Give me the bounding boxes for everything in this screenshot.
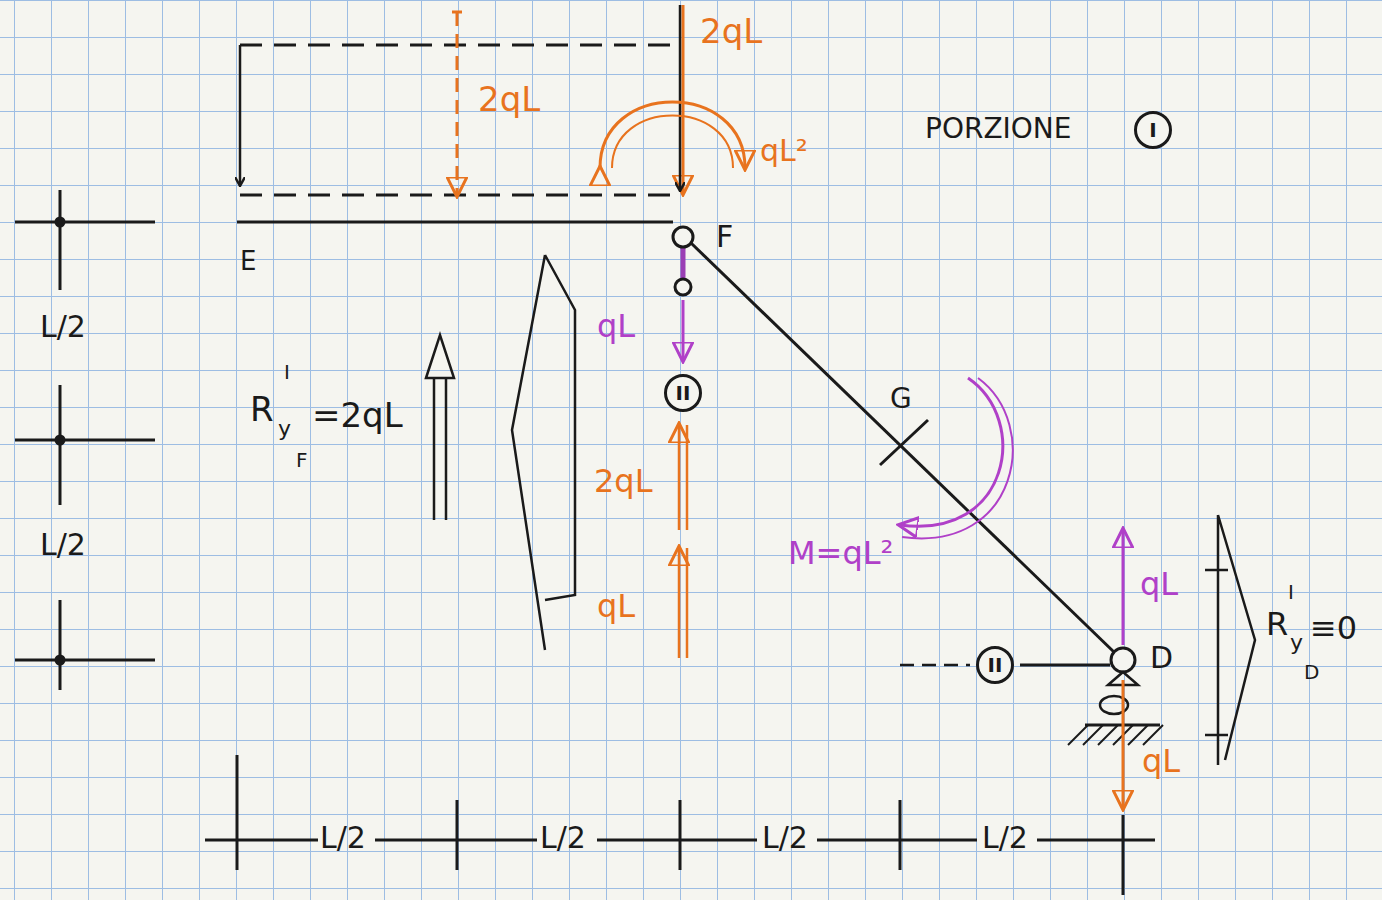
point-name: D [1150,643,1173,673]
force-label: qL [597,590,635,622]
load-label: 2qL [700,14,762,48]
load-label: 2qL [478,82,540,116]
dimension-label: L/2 [762,823,808,853]
force-label: 2qL [594,465,653,497]
reaction-value: =2qL [312,398,403,432]
subscript: F [296,450,308,470]
portion-circle: II [976,646,1014,684]
subscript: y [1290,632,1303,654]
moment-label: qL² [760,136,808,166]
portion-circle: II [664,374,702,412]
reaction-value: ≡0 [1310,612,1357,644]
portion-number: II [988,655,1003,675]
portion-title: PORZIONE [925,115,1072,143]
dimension-label: L/2 [320,823,366,853]
force-label: qL [1140,568,1178,600]
superscript: I [284,362,290,382]
dimension-label: L/2 [40,530,86,560]
superscript: I [1288,582,1294,602]
dimension-label: L/2 [40,312,86,342]
force-label: qL [597,310,635,342]
reaction-symbol: R [250,392,274,426]
dimension-label: L/2 [540,823,586,853]
moment-label: M=qL² [788,537,893,569]
reaction-symbol: R [1266,608,1288,640]
point-name: G [890,385,912,413]
subscript: D [1304,662,1319,682]
point-name: F [716,222,733,252]
point-name: E [240,248,256,274]
force-label: qL [1142,745,1180,777]
subscript: y [278,418,291,440]
dimension-label: L/2 [982,823,1028,853]
portion-number: I [1149,120,1156,140]
portion-circle: I [1134,111,1172,149]
portion-number: II [676,383,691,403]
